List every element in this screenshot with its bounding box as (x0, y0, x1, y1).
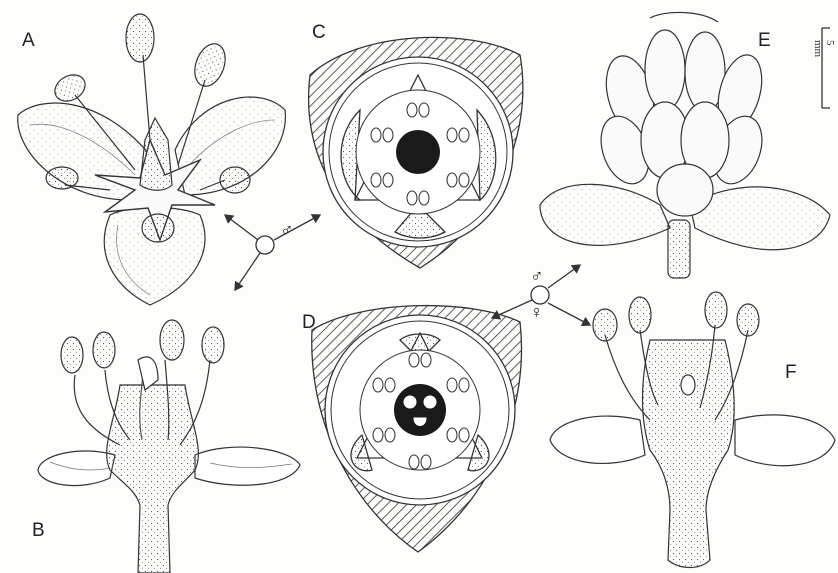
panel-label-c: C (312, 22, 326, 44)
male-symbol-left: ♂ (280, 220, 294, 241)
male-symbol-right: ♂ (530, 266, 544, 287)
panel-c-diagram (309, 37, 523, 268)
arrows-left (225, 215, 320, 290)
panel-label-a: A (22, 30, 35, 52)
panel-label-e: E (758, 30, 771, 52)
panel-label-d: D (302, 312, 316, 334)
panel-label-b: B (32, 520, 45, 542)
panel-d-diagram (312, 306, 522, 552)
panel-f-section (550, 292, 835, 568)
panel-a-flower (18, 14, 286, 305)
panel-b-section (38, 320, 300, 573)
panel-e-flower (540, 12, 830, 278)
panel-label-f: F (785, 362, 797, 384)
female-symbol-right: ♀ (530, 302, 544, 323)
scale-bar-label: 5 mm (812, 40, 836, 57)
